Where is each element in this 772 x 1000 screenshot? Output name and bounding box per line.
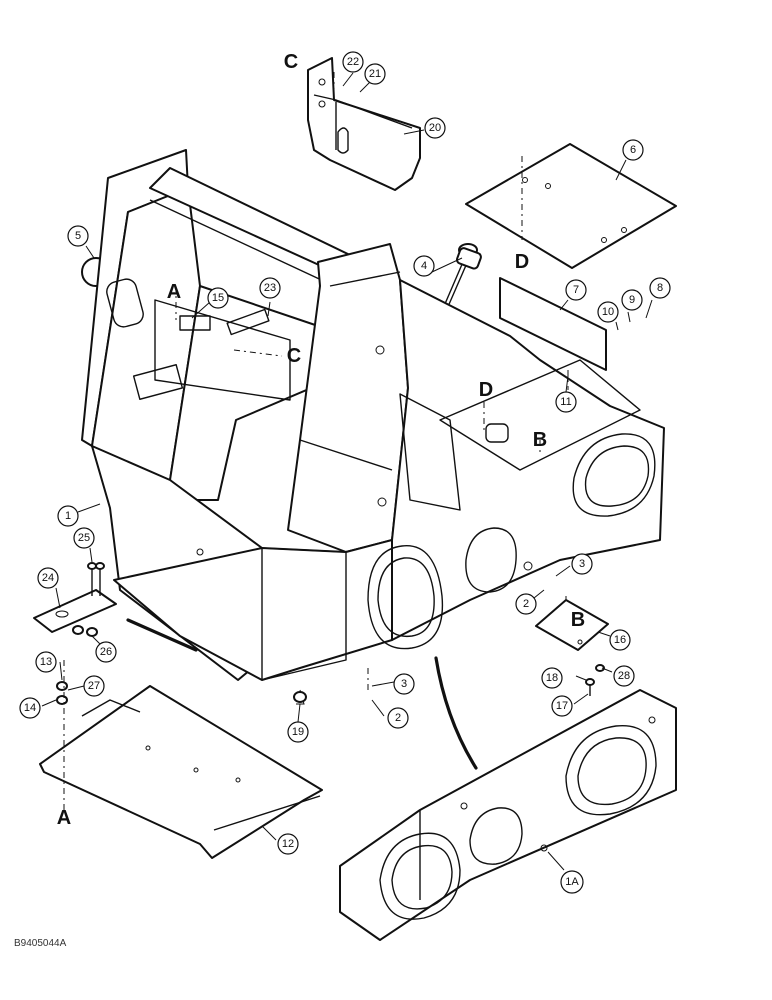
svg-text:9: 9 [629,294,635,306]
callout-12: 12 [277,833,299,855]
part-6-plate [465,143,677,269]
part-4-dipstick [419,243,482,365]
callout-18: 18 [541,667,563,689]
svg-text:6: 6 [630,144,636,156]
svg-text:16: 16 [614,634,626,646]
letter-C-top: C [284,51,298,73]
part-1-main-frame [81,149,665,705]
svg-text:1: 1 [65,510,71,522]
callout-4: 4 [413,255,435,277]
callout-25: 25 [73,527,95,549]
svg-text:25: 25 [78,532,90,544]
svg-text:14: 14 [24,702,36,714]
document-id: B9405044A [14,938,67,949]
callout-7: 7 [565,279,587,301]
svg-text:26: 26 [100,646,112,658]
callout-3a: 3 [571,553,593,575]
callouts: 22 21 20 6 5 4 15 23 7 8 9 10 11 1 25 24… [19,51,671,894]
part-16-plate [535,599,609,696]
callout-9: 9 [621,289,643,311]
callout-21: 21 [364,63,386,85]
callout-5: 5 [67,225,89,247]
letter-D-mid: D [479,379,493,401]
callout-1: 1 [57,505,79,527]
letter-B-plate: B [571,609,585,631]
callout-28: 28 [613,665,635,687]
svg-text:2: 2 [395,712,401,724]
callout-3b: 3 [393,673,415,695]
svg-text:3: 3 [579,558,585,570]
callout-27: 27 [83,675,105,697]
letter-B-mid: B [533,429,547,451]
svg-text:1A: 1A [565,876,579,888]
svg-text:10: 10 [602,306,614,318]
svg-text:5: 5 [75,230,81,242]
callout-11: 11 [555,391,577,413]
callout-13: 13 [35,651,57,673]
letter-C-mid: C [287,345,301,367]
callout-14: 14 [19,697,41,719]
letter-A-bottom: A [57,807,71,829]
letter-A-top: A [167,281,181,303]
svg-text:3: 3 [401,678,407,690]
callout-8: 8 [649,277,671,299]
svg-text:4: 4 [421,260,427,272]
callout-17: 17 [551,695,573,717]
part-7-plate [499,277,607,371]
svg-text:20: 20 [429,122,441,134]
callout-2b: 2 [387,707,409,729]
svg-text:7: 7 [573,284,579,296]
svg-text:21: 21 [369,68,381,80]
svg-text:12: 12 [282,838,294,850]
svg-text:11: 11 [560,396,571,408]
part-20-bracket [307,57,421,191]
svg-text:28: 28 [618,670,630,682]
callout-20: 20 [424,117,446,139]
svg-text:15: 15 [212,292,224,304]
svg-text:27: 27 [88,680,100,692]
arrow-to-floor [126,618,198,652]
reference-letters: C A C D D B B A [57,51,585,829]
callout-24: 24 [37,567,59,589]
svg-text:17: 17 [556,700,568,712]
callout-10: 10 [597,301,619,323]
svg-text:2: 2 [523,598,529,610]
callout-15: 15 [207,287,229,309]
svg-text:23: 23 [264,282,276,294]
callout-23: 23 [259,277,281,299]
callout-1A: 1A [560,870,584,894]
callout-22: 22 [342,51,364,73]
letter-D-top: D [515,251,529,273]
callout-6: 6 [622,139,644,161]
callout-19: 19 [287,721,309,743]
svg-text:24: 24 [42,572,54,584]
leader-lines [41,72,653,871]
svg-text:19: 19 [292,726,304,738]
svg-text:18: 18 [546,672,558,684]
svg-text:22: 22 [347,56,359,68]
part-1A-side-panel [339,689,677,941]
part-12-floor-plate [39,681,323,859]
svg-text:13: 13 [40,656,52,668]
callout-26: 26 [95,641,117,663]
svg-text:8: 8 [657,282,663,294]
callout-2a: 2 [515,593,537,615]
arrow-to-side-panel [434,656,478,770]
callout-16: 16 [609,629,631,651]
